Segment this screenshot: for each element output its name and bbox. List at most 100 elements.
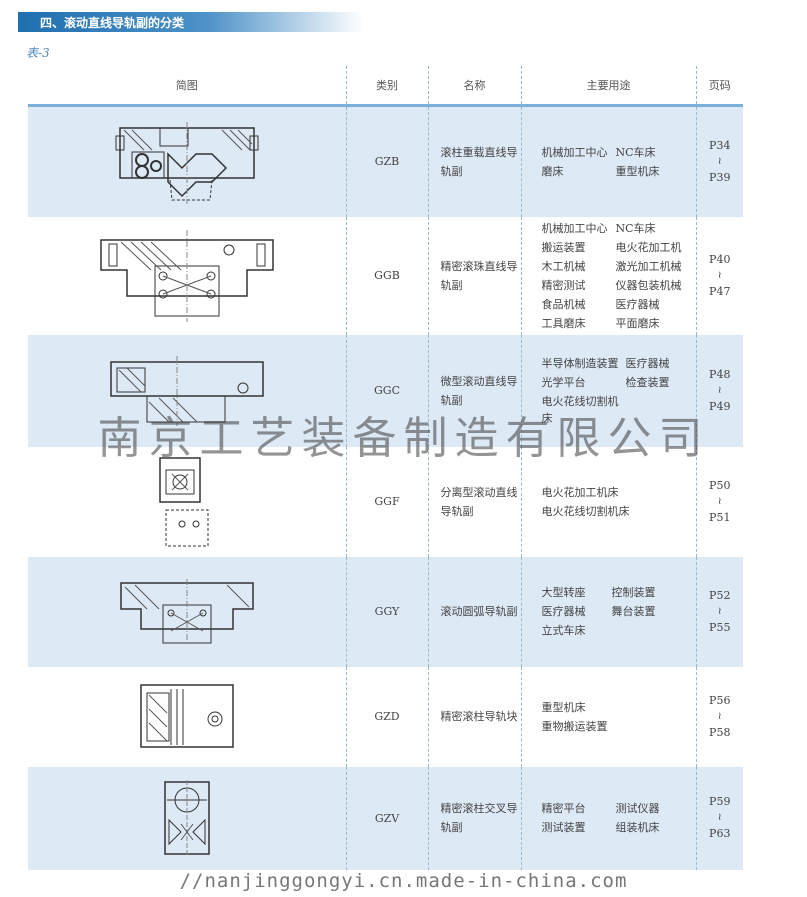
category-code: GZV	[345, 766, 428, 870]
usage-item: 检查装置	[625, 375, 670, 389]
category-code: GGF	[345, 446, 428, 557]
ggc-guide-drawing	[110, 355, 264, 426]
page-range: P59 ≀ P63	[695, 766, 743, 870]
classification-table: 简图 类别 名称 主要用途 页码	[28, 66, 743, 870]
usage-cell: 重型机床 重物搬运装置	[520, 666, 696, 767]
usage-cell: 精密平台测试仪器 测试装置组装机床	[520, 766, 696, 870]
usage-item	[672, 699, 696, 716]
page-from: P40	[709, 252, 731, 266]
page-range: P56 ≀ P58	[695, 666, 743, 767]
page-from: P52	[709, 588, 731, 602]
ggb-guide-drawing	[100, 229, 274, 322]
page-from: P50	[709, 478, 731, 492]
ggy-guide-drawing	[120, 578, 254, 645]
section-title: 四、滚动直线导轨副的分类	[40, 16, 185, 30]
col-header-diagram: 简图	[28, 66, 346, 107]
col-header-name: 名称	[427, 66, 521, 107]
diagram-cell	[28, 667, 346, 767]
gzb-guide-drawing	[115, 121, 259, 204]
page-from: P34	[709, 138, 731, 152]
usage-item: 重型机床	[615, 164, 660, 178]
page-separator: ≀	[717, 812, 722, 823]
category-code: GGC	[345, 334, 428, 447]
product-name: 精密滚柱导轨块	[427, 666, 521, 767]
diagram-cell	[28, 556, 346, 667]
product-name: 滚动圆弧导轨副	[427, 556, 521, 667]
usage-cell: 电火花加工机床 电火花线切割机床	[520, 446, 696, 557]
product-name: 滚柱重载直线导轨副	[427, 105, 521, 217]
usage-item: 立式车床	[541, 624, 586, 637]
diagram-cell	[28, 105, 346, 217]
table-row: GGY 滚动圆弧导轨副 大型转座控制装置 医疗器械舞台装置 立式车床 P52 ≀…	[28, 556, 743, 667]
usage-item: NC车床	[615, 221, 656, 235]
usage-item: 电火花线切割机床	[541, 394, 619, 425]
usage-item: 光学平台	[541, 375, 586, 389]
diagram-cell	[28, 334, 346, 447]
page-to: P55	[709, 620, 731, 634]
footer-url: //nanjinggongyi.cn.made-in-china.com	[179, 870, 628, 892]
page-from: P56	[709, 693, 731, 707]
page-separator: ≀	[717, 384, 722, 396]
gzd-guide-drawing	[140, 683, 234, 748]
product-name: 精密滚珠直线导轨副	[427, 216, 521, 335]
page-to: P51	[709, 510, 731, 524]
usage-item: 工具磨床	[541, 316, 586, 330]
page-to: P49	[709, 399, 731, 413]
page-separator: ≀	[717, 605, 722, 617]
product-name: 分离型滚动直线导轨副	[427, 446, 521, 557]
usage-item: NC车床	[615, 145, 656, 159]
usage-item	[672, 503, 696, 520]
page-range: P52 ≀ P55	[695, 556, 743, 667]
usage-item	[672, 484, 696, 501]
table-row: GZD 精密滚柱导轨块 重型机床 重物搬运装置 P56 ≀ P58	[28, 666, 743, 767]
col-header-category: 类别	[345, 66, 428, 107]
usage-item: 精密测试	[541, 278, 586, 292]
usage-item: 磨床	[541, 164, 564, 178]
usage-item: 电火花加工机	[615, 240, 682, 254]
col-header-page: 页码	[695, 66, 743, 107]
diagram-cell	[28, 766, 346, 870]
diagram-cell	[28, 447, 346, 557]
table-header-row: 简图 类别 名称 主要用途 页码	[28, 66, 743, 107]
usage-item: 电火花线切割机床	[541, 504, 630, 518]
usage-item: 半导体制造装置	[541, 356, 619, 370]
page-range: P50 ≀ P51	[695, 446, 743, 557]
col-header-usage: 主要用途	[520, 66, 696, 107]
usage-cell: 半导体制造装置医疗器械 光学平台 检查装置 电火花线切割机床	[520, 334, 696, 447]
ggf-guide-drawing	[159, 456, 209, 546]
table-row: GGF 分离型滚动直线导轨副 电火花加工机床 电火花线切割机床 P50 ≀ P5…	[28, 446, 743, 557]
usage-item: 机械加工中心	[541, 221, 608, 235]
usage-item: 测试装置	[541, 821, 586, 834]
product-name: 微型滚动直线导轨副	[427, 334, 521, 447]
page-to: P47	[709, 284, 731, 298]
page-separator: ≀	[717, 710, 722, 722]
usage-item: 机械加工中心	[541, 145, 608, 159]
table-row: GZV 精密滚柱交叉导轨副 精密平台测试仪器 测试装置组装机床 P59 ≀ P6…	[28, 766, 743, 870]
page-to: P58	[709, 725, 731, 739]
usage-item: 控制装置	[611, 586, 656, 599]
usage-item: 大型转座	[541, 586, 586, 599]
usage-item: 精密平台	[541, 802, 586, 815]
page-separator: ≀	[717, 495, 722, 507]
usage-cell: 机械加工中心 NC车床 磨床 重型机床	[520, 105, 696, 217]
usage-item: 舞台装置	[611, 605, 656, 618]
page-separator: ≀	[717, 269, 722, 281]
usage-item: 医疗器械	[615, 297, 660, 311]
usage-item: 医疗器械	[625, 356, 670, 370]
usage-item: 激光加工机械	[615, 259, 682, 273]
usage-item: 木工机械	[541, 259, 586, 273]
section-header-bar: 四、滚动直线导轨副的分类	[18, 12, 363, 32]
page-from: P59	[709, 795, 731, 808]
page-range: P48 ≀ P49	[695, 334, 743, 447]
usage-item: 重型机床	[541, 700, 586, 714]
gzv-guide-drawing	[164, 780, 210, 856]
table-row: GGC 微型滚动直线导轨副 半导体制造装置医疗器械 光学平台 检查装置 电火花线切…	[28, 334, 743, 447]
diagram-cell	[28, 217, 346, 335]
page-range: P34 ≀ P39	[695, 105, 743, 217]
usage-item	[672, 718, 696, 735]
usage-item	[626, 393, 696, 427]
page-separator: ≀	[717, 155, 722, 167]
